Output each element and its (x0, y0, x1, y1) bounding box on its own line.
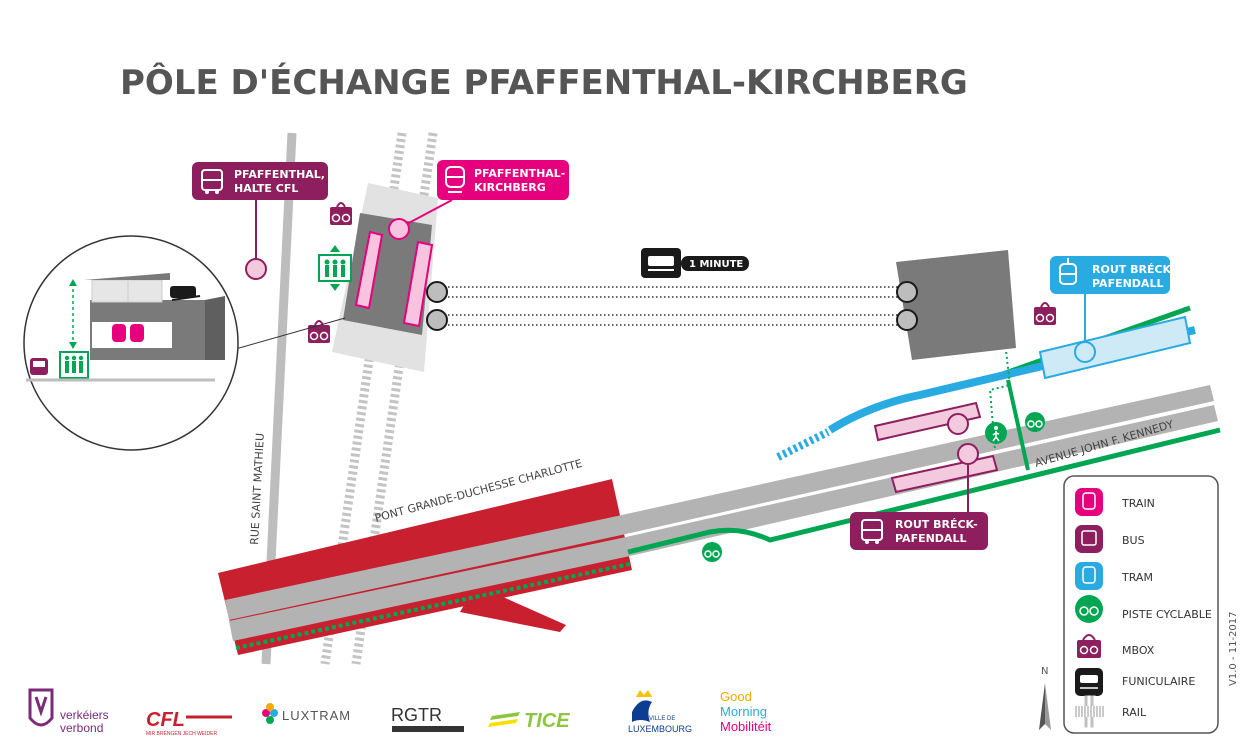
funicular-upper-station (896, 250, 1016, 360)
bus-platform-2 (890, 454, 999, 494)
logo-ville-luxembourg: VILLE DE LUXEMBOURG (628, 690, 692, 734)
north-arrow: N (1039, 666, 1051, 730)
funicular-icon (170, 286, 196, 298)
bike-icon (1025, 412, 1045, 432)
svg-text:PFAFFENTHAL-: PFAFFENTHAL- (474, 167, 565, 180)
svg-text:verbond: verbond (60, 721, 103, 735)
tram-stop-label: ROUT BRÉCK- PAFENDALL (1050, 256, 1175, 294)
pedestrian-link (988, 341, 1012, 451)
tram-icon (1059, 258, 1077, 285)
svg-text:PAFENDALL: PAFENDALL (1092, 277, 1163, 290)
legend-tram: TRAM (1075, 562, 1153, 590)
svg-text:KIRCHBERG: KIRCHBERG (474, 181, 546, 194)
svg-text:RGTR: RGTR (391, 705, 442, 725)
bus-stop-pfaffenthal-label: PFAFFENTHAL, HALTE CFL (192, 162, 328, 200)
legend-train: TRAIN (1075, 488, 1155, 516)
logo-cfl: CFL MIR BRÉNGEN JECH WEIDER (146, 709, 232, 737)
logo-good-morning-mobiliteit: Good Morning Mobilitéit (720, 689, 772, 734)
legend-funicular: FUNICULAIRE (1075, 668, 1195, 696)
bus-icon (861, 519, 883, 544)
train-icon (445, 166, 465, 193)
page-title: PÔLE D'ÉCHANGE PFAFFENTHAL-KIRCHBERG (120, 62, 968, 103)
funicular-label: 1 MINUTE (641, 248, 749, 278)
svg-text:Good: Good (720, 689, 752, 704)
svg-text:MBOX: MBOX (1122, 644, 1155, 657)
svg-text:PFAFFENTHAL,: PFAFFENTHAL, (234, 168, 325, 181)
bus-platform-1 (873, 401, 982, 442)
bike-path-lower (627, 427, 1221, 555)
version-label: V1.0 - 11-2017 (1228, 612, 1239, 687)
svg-text:PISTE CYCLABLE: PISTE CYCLABLE (1122, 608, 1212, 621)
rue-saint-mathieu-label: RUE SAINT MATHIEU (248, 433, 267, 545)
mbox-icon (308, 320, 330, 343)
station-inset (23, 235, 239, 451)
funicular-stop-1 (426, 281, 448, 303)
legend-rail: RAIL (1074, 695, 1147, 728)
pedestrian-icon (985, 422, 1007, 444)
bus-halte-marker (245, 258, 267, 280)
svg-text:ROUT BRÉCK-: ROUT BRÉCK- (895, 518, 978, 531)
inset-leader (231, 317, 346, 351)
mbox-icon (330, 202, 352, 225)
svg-text:LUXEMBOURG: LUXEMBOURG (628, 724, 692, 734)
legend-bike: PISTE CYCLABLE (1075, 595, 1212, 623)
svg-text:N: N (1041, 666, 1048, 677)
svg-text:VILLE DE: VILLE DE (649, 716, 675, 722)
tram-stop-marker (1074, 341, 1096, 363)
svg-text:TRAIN: TRAIN (1121, 497, 1155, 510)
svg-text:ROUT BRÉCK-: ROUT BRÉCK- (1092, 263, 1175, 276)
bus-stop-rout-breck-label: ROUT BRÉCK- PAFENDALL (850, 512, 988, 550)
funicular-tracks (436, 286, 906, 326)
svg-text:TICE: TICE (524, 710, 570, 732)
bike-connector (1006, 379, 1030, 471)
train-station-platform (332, 183, 438, 372)
legend-bus: BUS (1075, 525, 1145, 553)
svg-text:MIR BRÉNGEN JECH WEIDER: MIR BRÉNGEN JECH WEIDER (146, 730, 218, 737)
funicular-stop-4 (896, 309, 918, 331)
svg-text:Morning: Morning (720, 704, 767, 719)
svg-text:TRAM: TRAM (1121, 571, 1153, 584)
svg-text:CFL: CFL (146, 709, 185, 731)
map-legend: TRAIN BUS TRAM PISTE CYCLABLE MBOX (1063, 475, 1219, 734)
mbox-icon (1034, 302, 1056, 325)
legend-mbox: MBOX (1077, 634, 1155, 658)
svg-text:Mobilitéit: Mobilitéit (720, 719, 772, 734)
bus-icon (201, 169, 223, 194)
funicular-time: 1 MINUTE (689, 259, 743, 270)
svg-text:verkéiers: verkéiers (60, 708, 109, 722)
logo-luxtram: LUXTRAM (262, 703, 351, 724)
svg-text:BUS: BUS (1122, 534, 1145, 547)
svg-text:RAIL: RAIL (1122, 706, 1147, 719)
bus-icon (30, 358, 48, 375)
funicular-stop-3 (896, 281, 918, 303)
bike-icon (702, 542, 722, 562)
svg-text:PAFENDALL: PAFENDALL (895, 532, 966, 545)
train-label-leader (404, 199, 453, 226)
elevator-icon (318, 245, 352, 291)
logo-rgtr: RGTR (391, 705, 464, 732)
tram-line-end (776, 428, 830, 461)
bus-stop-marker-2 (957, 443, 979, 465)
svg-text:FUNICULAIRE: FUNICULAIRE (1122, 675, 1195, 688)
funicular-stop-2 (426, 309, 448, 331)
svg-text:LUXTRAM: LUXTRAM (282, 708, 351, 723)
logo-tice: TICE (488, 710, 570, 732)
tram-platform (1038, 315, 1192, 380)
svg-text:HALTE CFL: HALTE CFL (234, 182, 298, 195)
train-stop-marker (388, 218, 410, 240)
tram-line (827, 326, 1196, 434)
train-station-label: PFAFFENTHAL- KIRCHBERG (437, 160, 569, 200)
bus-stop-marker-1 (947, 413, 969, 435)
train-icon (112, 324, 144, 342)
logo-verkeiersverbond: verkéiers verbond (28, 688, 109, 735)
